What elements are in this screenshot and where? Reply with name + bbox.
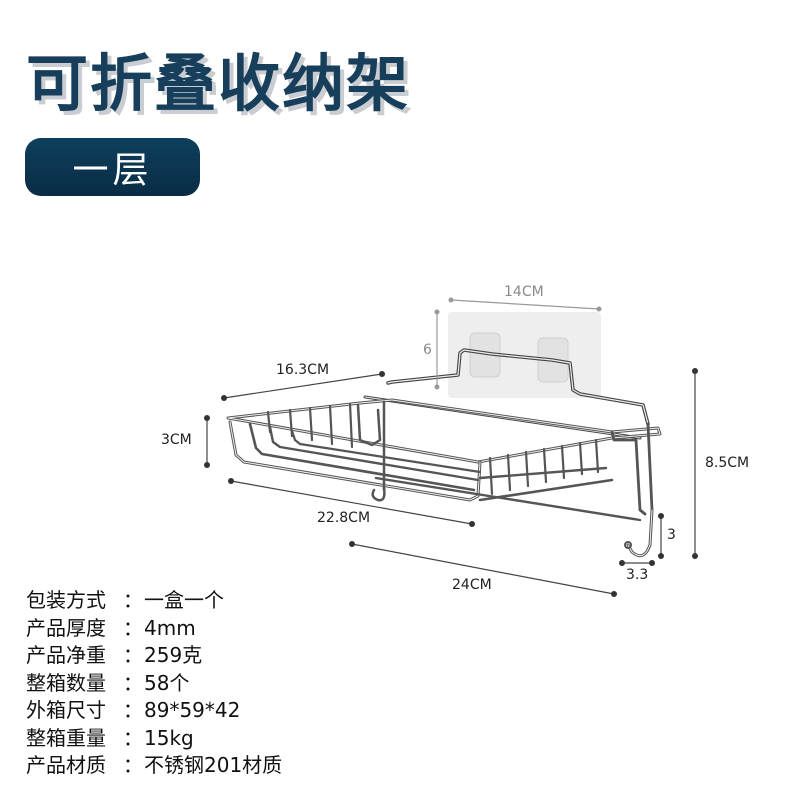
spec-row-packaging: 包装方式 ： 一盒一个 [26, 587, 282, 615]
spec-sep: ： [123, 643, 143, 667]
wire-rack [226, 348, 662, 558]
spec-sep: ： [123, 725, 143, 750]
dim-hook-width: 3.3 [626, 567, 649, 583]
spec-sep: ： [123, 588, 143, 612]
spec-row-thickness: 产品厚度 ： 4mm [26, 615, 282, 643]
spec-value: 89*59*42 [144, 698, 241, 722]
tier-badge: 一层 [25, 138, 200, 196]
spec-sep: ： [123, 615, 143, 640]
dim-adhesive-height: 6 [423, 342, 432, 358]
spec-sep: ： [123, 670, 143, 695]
spec-sep: ： [123, 698, 143, 722]
dim-adhesive-width: 14CM [504, 284, 544, 300]
spec-sep: ： [123, 753, 143, 777]
product-title: 可折叠收纳架 [26, 47, 411, 120]
spec-value: 一盒一个 [144, 588, 224, 612]
dim-shelf-depth: 16.3CM [276, 362, 330, 378]
spec-key: 包装方式 [26, 588, 106, 612]
spec-row-material: 产品材质 ： 不锈钢201材质 [26, 752, 282, 780]
dim-basket-height: 3CM [161, 432, 192, 448]
spec-value: 15kg [144, 725, 194, 750]
spec-key: 产品厚度 [26, 615, 106, 640]
spec-value: 259克 [144, 643, 203, 667]
dim-total-length: 24CM [452, 577, 492, 593]
spec-key: 外箱尺寸 [26, 698, 106, 722]
spec-row-carton-quantity: 整箱数量 ： 58个 [26, 670, 282, 698]
dim-total-height: 8.5CM [705, 455, 750, 471]
spec-row-carton-weight: 整箱重量 ： 15kg [26, 725, 282, 753]
spec-key: 产品净重 [26, 643, 106, 667]
spec-value: 4mm [144, 615, 196, 640]
dimension-lines [204, 297, 698, 597]
spec-key: 整箱数量 [26, 670, 106, 695]
spec-row-net-weight: 产品净重 ： 259克 [26, 642, 282, 670]
spec-list: 包装方式 ： 一盒一个 产品厚度 ： 4mm 产品净重 ： 259克 整箱数量 … [26, 587, 282, 780]
spec-row-carton-size: 外箱尺寸 ： 89*59*42 [26, 697, 282, 725]
spec-key: 产品材质 [26, 753, 106, 777]
spec-value: 58个 [144, 670, 190, 695]
spec-key: 整箱重量 [26, 725, 106, 750]
dim-basket-length: 22.8CM [317, 510, 371, 526]
spec-value: 不锈钢201材质 [144, 753, 283, 777]
dim-hook-height: 3 [667, 527, 676, 543]
